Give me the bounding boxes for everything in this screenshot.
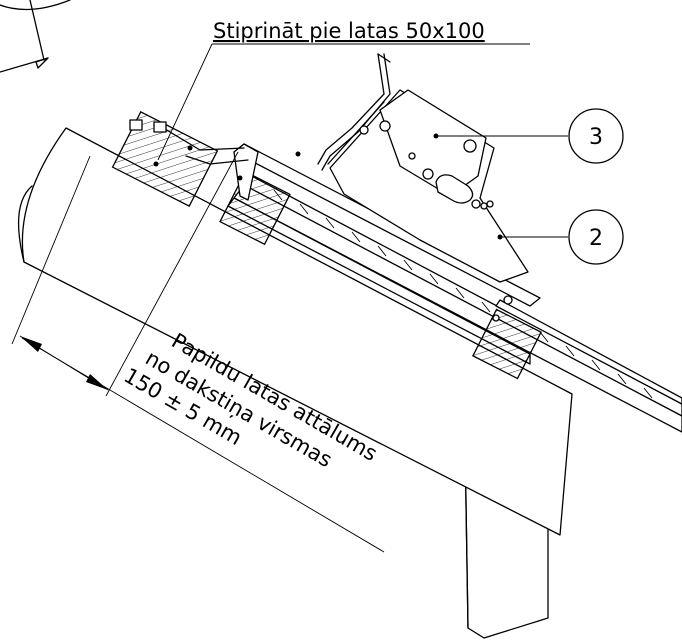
hole-icon <box>480 202 488 210</box>
callout-2: 2 <box>497 209 624 265</box>
clamp-plate <box>317 53 494 210</box>
arrow-icon <box>20 336 42 352</box>
partial-detail-arc <box>0 0 71 73</box>
hole-icon <box>408 152 416 160</box>
callout-3-label: 3 <box>589 125 603 150</box>
lath-screws <box>129 119 513 322</box>
battens <box>111 110 542 380</box>
rafter-beam <box>17 127 573 536</box>
hole-icon <box>471 199 481 209</box>
callout-3: 3 <box>433 108 624 164</box>
dimension <box>11 151 385 553</box>
arrow-icon <box>86 374 108 390</box>
hole-icon <box>463 139 477 153</box>
bolt-icon <box>379 120 391 132</box>
title-leader: Stiprināt pie latas 50x100 <box>157 19 530 161</box>
slot-icon <box>435 174 474 204</box>
title-label: Stiprināt pie latas 50x100 <box>213 19 485 43</box>
roof-tiles <box>227 171 682 433</box>
hole-icon <box>422 168 434 180</box>
hole-icon <box>486 200 494 208</box>
callout-2-label: 2 <box>589 226 603 251</box>
bolt-icon <box>359 125 369 135</box>
